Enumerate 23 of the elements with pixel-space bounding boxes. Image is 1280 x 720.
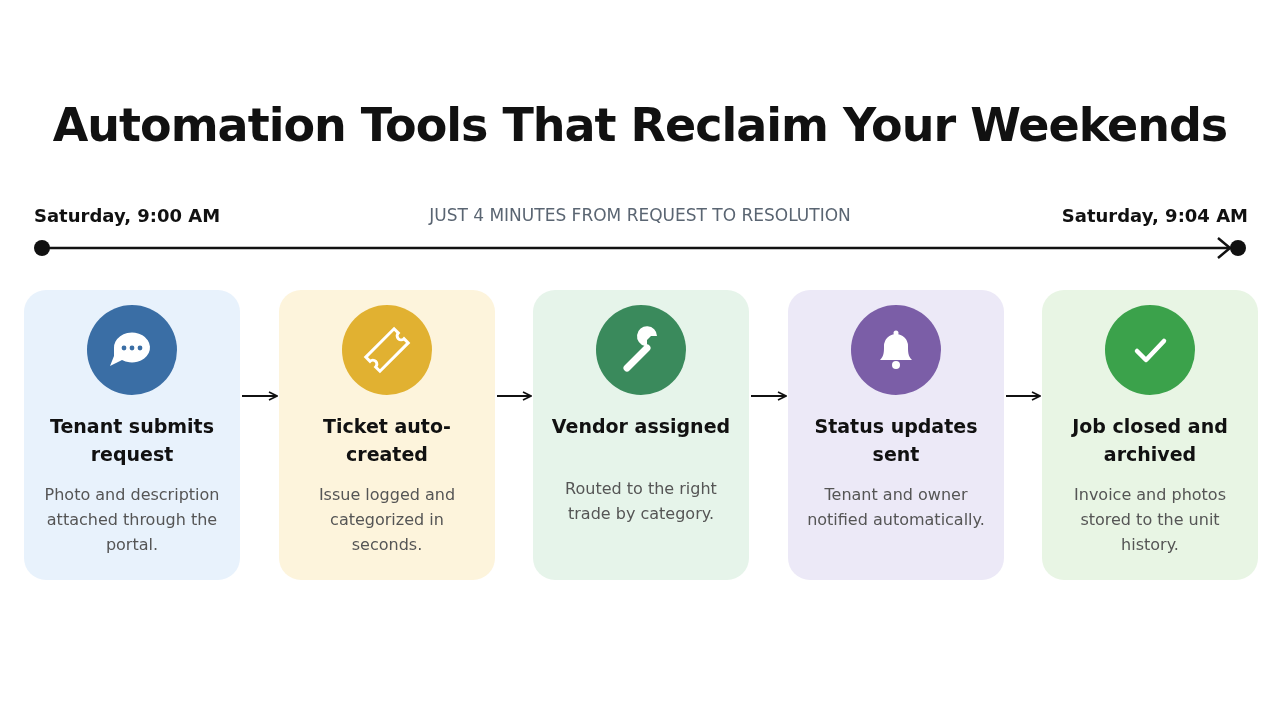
step-description: Issue logged and categorized in seconds.: [317, 484, 457, 556]
end-time: Saturday, 9:04 AM: [1061, 205, 1248, 226]
step-title: Vendor assigned: [550, 414, 732, 439]
arrow: [496, 391, 532, 401]
step-card: [533, 290, 749, 580]
step-description: Routed to the right trade by category.: [564, 478, 718, 525]
step-card: [788, 290, 1004, 580]
title: Automation Tools That Reclaim Your Weekends: [51, 98, 1229, 152]
step-title: Ticket auto-created: [322, 414, 452, 467]
timeline-caption: JUST 4 MINUTES FROM REQUEST TO RESOLUTION: [429, 205, 851, 225]
start-time: Saturday, 9:00 AM: [34, 205, 221, 226]
step-card: [24, 290, 240, 580]
step-card: [279, 290, 495, 580]
arrow: [241, 391, 278, 401]
step-description: Invoice and photos stored to the unit history.: [1073, 484, 1227, 556]
step-title: Status updates sent: [813, 414, 979, 467]
arrow: [1005, 391, 1041, 401]
arrow: [750, 391, 787, 401]
step-card: [1042, 290, 1258, 580]
step-title: Job closed and archived: [1070, 414, 1229, 467]
step-description: Photo and description attached through the portal.: [43, 484, 221, 556]
step-description: Tenant and owner notified automatically.: [806, 484, 986, 531]
step-title: Tenant submits request: [48, 414, 215, 467]
